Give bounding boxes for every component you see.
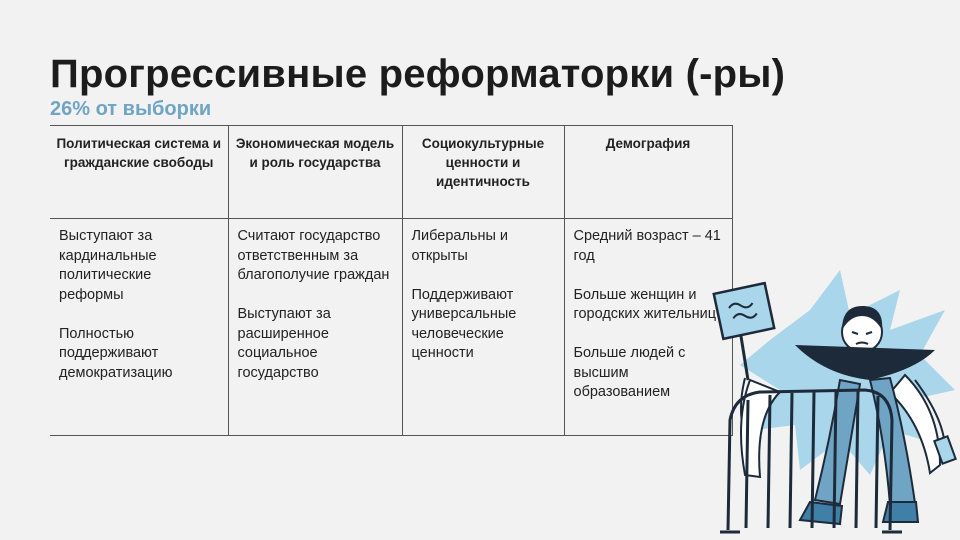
cape <box>795 345 935 380</box>
protester-woman-illustration <box>712 270 957 534</box>
slide-title: Прогрессивные реформаторки (-ры) <box>50 52 786 96</box>
table-cell-demography: Средний возраст – 41 год Больше женщин и… <box>563 218 733 436</box>
protest-sign <box>712 281 776 341</box>
cell-paragraph: Выступают за кардинальные политические р… <box>59 228 157 303</box>
slide-subtitle: 26% от выборки <box>50 98 212 120</box>
table-cell-politics: Выступают за кардинальные политические р… <box>50 218 229 436</box>
table-row: Выступают за кардинальные политические р… <box>50 218 733 436</box>
cell-paragraph: Выступают за расширенное социальное госу… <box>237 306 331 381</box>
cell-paragraph: Поддерживают универсальные человеческие … <box>411 286 517 362</box>
cell-paragraph: Больше людей с высшим образованием <box>573 345 686 400</box>
column-header-demography: Демография <box>563 125 733 219</box>
barricade <box>720 388 902 534</box>
segments-table: Политическая система и гражданские свобо… <box>50 125 733 436</box>
cell-paragraph: Считают государство ответственным за бла… <box>237 228 390 283</box>
column-header-values: Социокультурные ценности и идентичность <box>401 125 565 219</box>
cell-paragraph: Больше женщин и городских жительниц <box>573 286 717 323</box>
cell-paragraph: Средний возраст – 41 год <box>573 228 721 264</box>
column-header-economy: Экономическая модель и роль государства <box>227 125 403 219</box>
cell-paragraph: Полностью поддерживают демократизацию <box>59 325 173 381</box>
table-header-row: Политическая система и гражданские свобо… <box>50 125 733 219</box>
table-cell-values: Либеральны и открыты Поддерживают универ… <box>401 218 565 436</box>
column-header-politics: Политическая система и гражданские свобо… <box>50 125 229 219</box>
table-cell-economy: Считают государство ответственным за бла… <box>227 218 403 436</box>
cell-paragraph: Либеральны и открыты <box>411 228 509 264</box>
